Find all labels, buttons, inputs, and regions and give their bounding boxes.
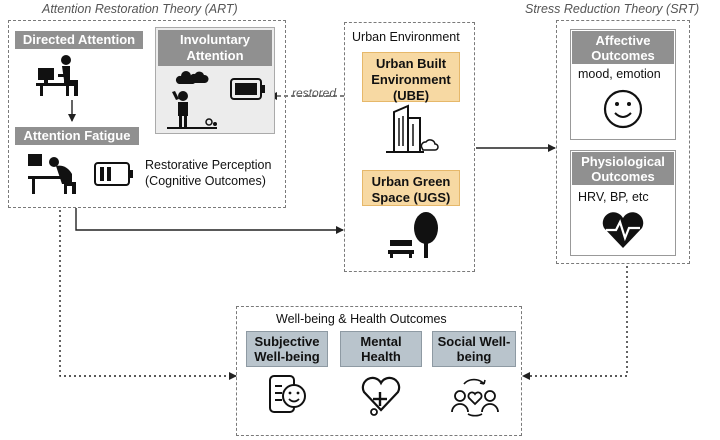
- heart-pulse-icon: [602, 212, 644, 248]
- physiological-outcomes-label: Physiological Outcomes: [572, 152, 674, 185]
- physiological-desc: HRV, BP, etc: [578, 190, 649, 204]
- arrow-srt-to-wellbeing: [522, 266, 628, 380]
- art-title: Attention Restoration Theory (ART): [42, 2, 238, 16]
- involuntary-attention-label: Involuntary Attention: [158, 30, 272, 66]
- people-heart-icon: [451, 378, 499, 417]
- directed-attention-label: Directed Attention: [15, 31, 143, 49]
- art-group: [8, 20, 286, 208]
- battery-full-icon: [230, 78, 265, 100]
- smiley-face-icon: [603, 89, 643, 129]
- battery-low-icon: [94, 162, 133, 186]
- srt-title: Stress Reduction Theory (SRT): [525, 2, 700, 16]
- tree-bench-icon: [388, 212, 438, 258]
- building-icon: [386, 104, 439, 153]
- affective-outcomes-label: Affective Outcomes: [572, 31, 674, 64]
- person-at-desk-icon: [36, 55, 78, 96]
- wellbeing-title: Well-being & Health Outcomes: [276, 312, 447, 326]
- subjective-wellbeing-label: Subjective Well-being: [246, 331, 328, 367]
- cognitive-outcomes-label: (Cognitive Outcomes): [145, 174, 266, 188]
- restored-label: restored: [292, 86, 337, 100]
- wellbeing-group: [236, 306, 522, 436]
- affective-desc: mood, emotion: [578, 67, 661, 81]
- social-wellbeing-label: Social Well-being: [432, 331, 516, 367]
- arrow-art-to-wellbeing: [59, 210, 237, 380]
- srt-group: [556, 20, 690, 264]
- ube-label: Urban Built Environment (UBE): [362, 52, 460, 103]
- person-in-nature-icon: [167, 71, 217, 129]
- arrow-fatigue-to-ugs: [75, 208, 344, 234]
- smiley-document-icon: [269, 375, 306, 413]
- person-slumped-desk-icon: [28, 154, 76, 194]
- urban-environment-group: [344, 22, 475, 272]
- urban-environment-title: Urban Environment: [352, 30, 460, 44]
- mental-health-label: Mental Health: [340, 331, 422, 367]
- ugs-label: Urban Green Space (UGS): [362, 170, 460, 206]
- restorative-perception-label: Restorative Perception: [145, 158, 272, 172]
- attention-fatigue-label: Attention Fatigue: [15, 127, 139, 145]
- heart-plus-icon: [361, 376, 401, 416]
